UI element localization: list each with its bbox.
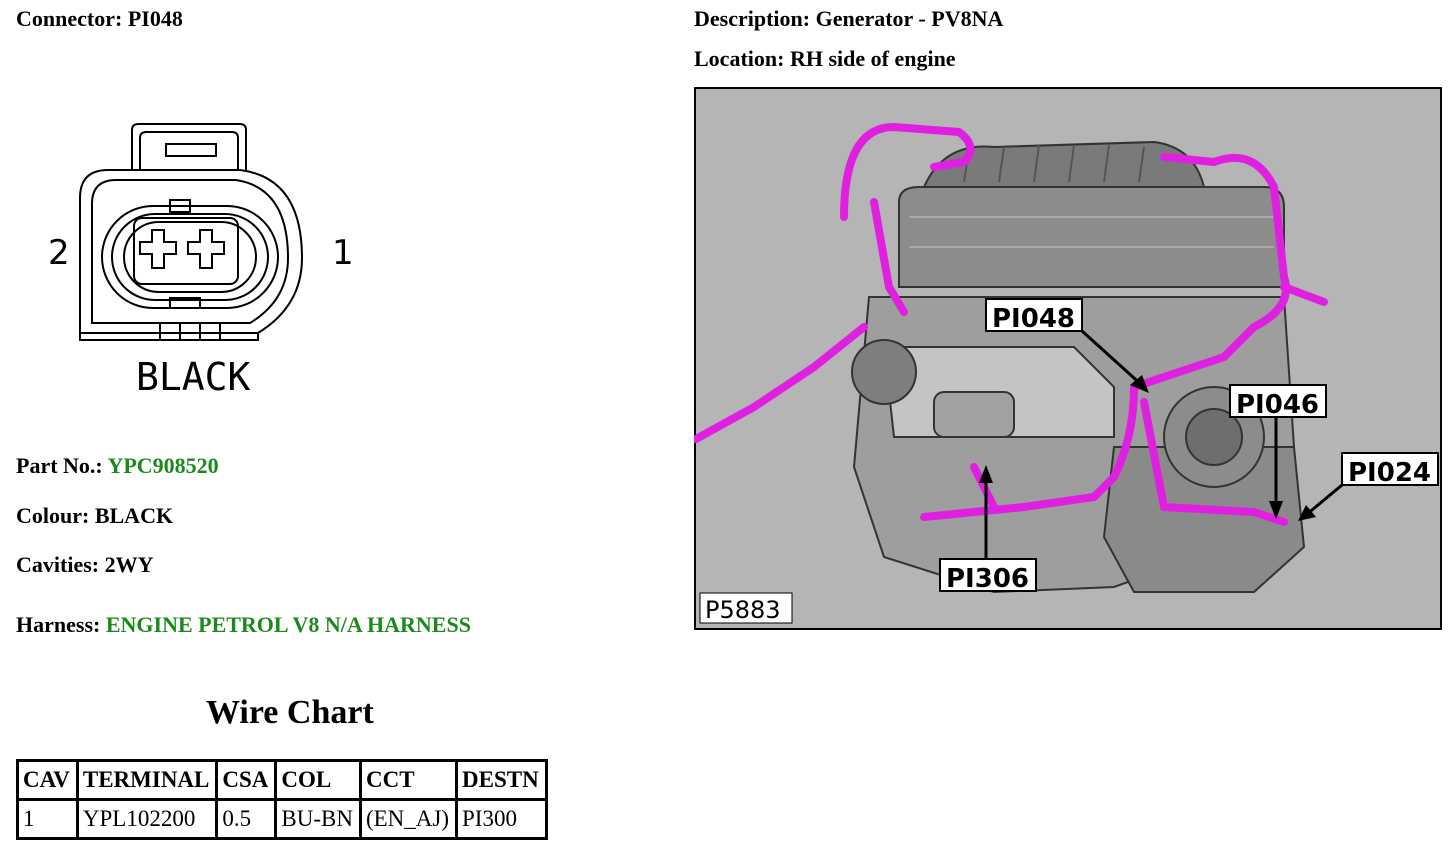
colour-label: Colour: <box>16 503 90 528</box>
location-value: RH side of engine <box>789 46 956 71</box>
connector-label: Connector: <box>16 6 123 31</box>
cell-cct: (EN_AJ) <box>358 798 459 840</box>
svg-text:PI048: PI048 <box>992 304 1075 334</box>
column-header-cct: CCT <box>358 759 459 801</box>
callout-pi024: PI024 <box>1298 452 1439 521</box>
table-header-row: CAV TERMINAL CSA COL CCT DESTN <box>16 759 548 801</box>
table-row: 1 YPL102200 0.5 BU-BN (EN_AJ) PI300 <box>16 798 548 840</box>
part-no-label: Part No.: <box>16 453 103 478</box>
cavities-value: 2WY <box>104 552 154 577</box>
location-field: Location: RH side of engine <box>694 46 956 72</box>
wire-chart-table: CAV TERMINAL CSA COL CCT DESTN 1 YPL1022… <box>16 759 548 840</box>
description-field: Description: Generator - PV8NA <box>694 6 1003 32</box>
cavities-label: Cavities: <box>16 552 100 577</box>
column-header-col: COL <box>274 759 362 801</box>
harness-field: Harness: ENGINE PETROL V8 N/A HARNESS <box>16 612 471 638</box>
description-value: Generator - PV8NA <box>815 6 1004 31</box>
svg-text:P5883: P5883 <box>705 596 781 624</box>
svg-text:PI024: PI024 <box>1348 458 1431 488</box>
cavities-field: Cavities: 2WY <box>16 552 153 578</box>
colour-field: Colour: BLACK <box>16 503 173 529</box>
harness-label: Harness: <box>16 612 101 637</box>
pin-2-label: 2 <box>48 233 70 273</box>
description-label: Description: <box>694 6 811 31</box>
cell-destn: PI300 <box>455 798 548 840</box>
colour-value: BLACK <box>94 503 174 528</box>
svg-text:PI046: PI046 <box>1236 390 1319 420</box>
column-header-terminal: TERMINAL <box>75 759 219 801</box>
callout-pi048: PI048 <box>985 298 1149 393</box>
part-no-field: Part No.: YPC908520 <box>16 453 219 479</box>
figure-id-badge: P5883 <box>699 592 793 624</box>
column-header-destn: DESTN <box>455 759 548 801</box>
connector-field: Connector: PI048 <box>16 6 183 32</box>
connector-color-label: BLACK <box>136 355 251 399</box>
wire-chart-title: Wire Chart <box>206 694 374 731</box>
cell-cav: 1 <box>16 798 79 840</box>
cell-col: BU-BN <box>274 798 362 840</box>
cell-terminal: YPL102200 <box>75 798 219 840</box>
callout-pi046: PI046 <box>1229 384 1327 519</box>
svg-text:PI306: PI306 <box>946 564 1029 594</box>
callout-pi306: PI306 <box>939 465 1037 594</box>
part-no-link[interactable]: YPC908520 <box>107 453 219 478</box>
column-header-csa: CSA <box>215 759 278 801</box>
pin-1-label: 1 <box>332 233 354 273</box>
location-label: Location: <box>694 46 785 71</box>
harness-wiring <box>694 123 1328 526</box>
column-header-cav: CAV <box>16 759 79 801</box>
cell-csa: 0.5 <box>215 798 278 840</box>
engine-location-image: PI048 PI046 PI024 PI306 P5883 <box>694 87 1442 630</box>
connector-value: PI048 <box>127 6 183 31</box>
harness-link[interactable]: ENGINE PETROL V8 N/A HARNESS <box>105 612 471 637</box>
connector-face-diagram: 2 1 BLACK <box>48 123 354 399</box>
